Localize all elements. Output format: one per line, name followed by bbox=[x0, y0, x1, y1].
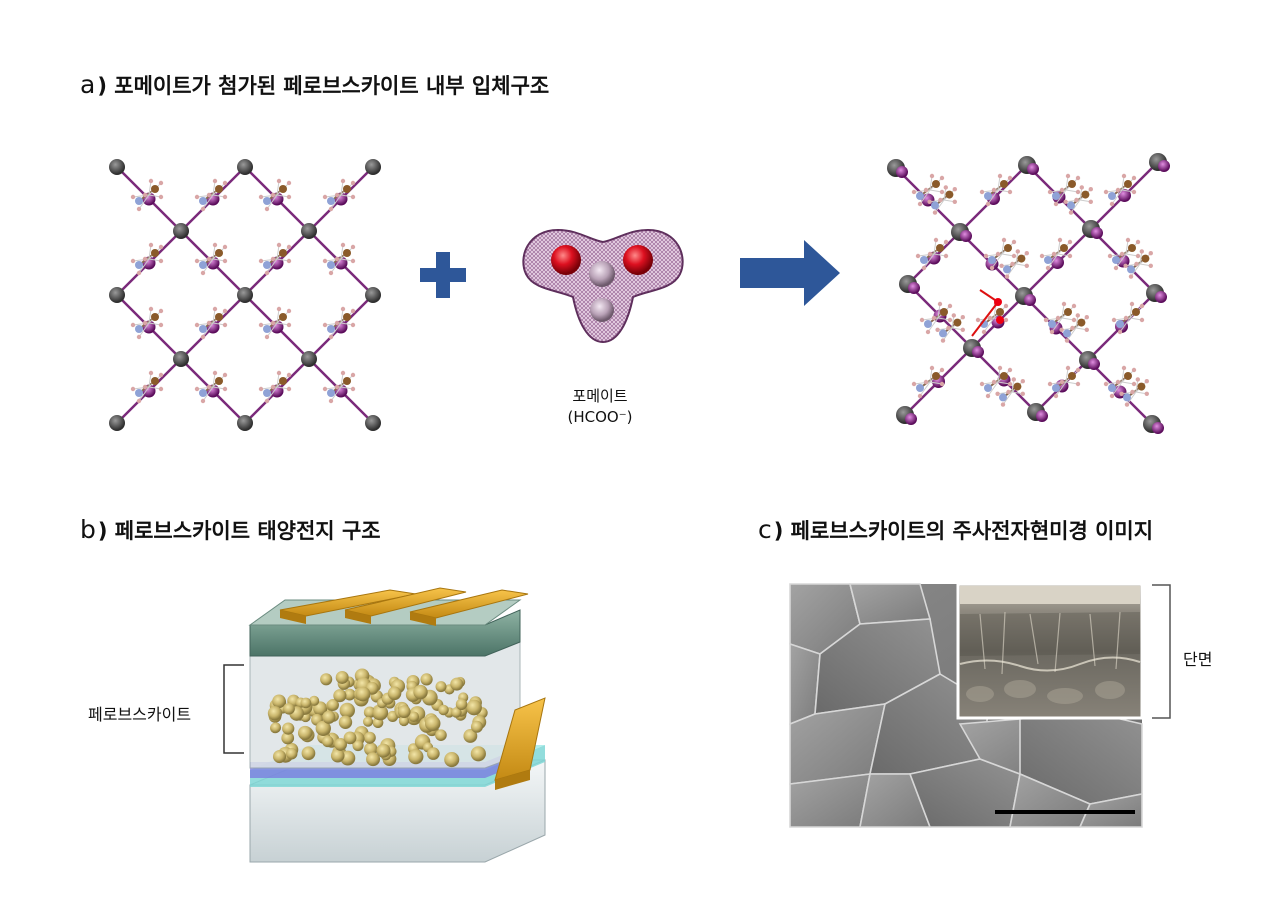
sem-image bbox=[789, 582, 1144, 828]
cross-section-bracket bbox=[1152, 584, 1171, 719]
formate-caption: 포메이트 (HCOO⁻) bbox=[540, 386, 660, 428]
panel-a-title: 포메이트가 첨가된 페로브스카이트 내부 입체구조 bbox=[114, 74, 550, 98]
perovskite-lattice-left bbox=[109, 159, 381, 431]
formate-formula: (HCOO⁻) bbox=[567, 408, 633, 426]
formate-molecule bbox=[522, 228, 684, 344]
panel-c-letter: c bbox=[758, 515, 772, 544]
panel-a-letter: a bbox=[80, 70, 96, 99]
solar-cell-structure bbox=[248, 587, 546, 863]
panel-b-title: 페로브스카이트 태양전지 구조 bbox=[114, 519, 381, 543]
perovskite-layer-label: 페로브스카이트 bbox=[88, 705, 192, 724]
cross-section-label: 단면 bbox=[1183, 650, 1213, 669]
perovskite-bracket bbox=[223, 664, 244, 754]
panel-b-heading: b) 페로브스카이트 태양전지 구조 bbox=[80, 515, 381, 544]
cross-section-inset bbox=[956, 582, 1144, 720]
panel-c-heading: c) 페로브스카이트의 주사전자현미경 이미지 bbox=[758, 515, 1154, 544]
plus-icon bbox=[420, 252, 466, 298]
panel-b-letter: b bbox=[80, 515, 96, 544]
formate-name: 포메이트 bbox=[572, 387, 628, 405]
arrow-right-icon bbox=[740, 240, 840, 306]
panel-a-heading: a) 포메이트가 첨가된 페로브스카이트 내부 입체구조 bbox=[80, 70, 550, 99]
panel-c-title: 페로브스카이트의 주사전자현미경 이미지 bbox=[790, 519, 1154, 543]
perovskite-lattice-formate bbox=[887, 153, 1170, 434]
